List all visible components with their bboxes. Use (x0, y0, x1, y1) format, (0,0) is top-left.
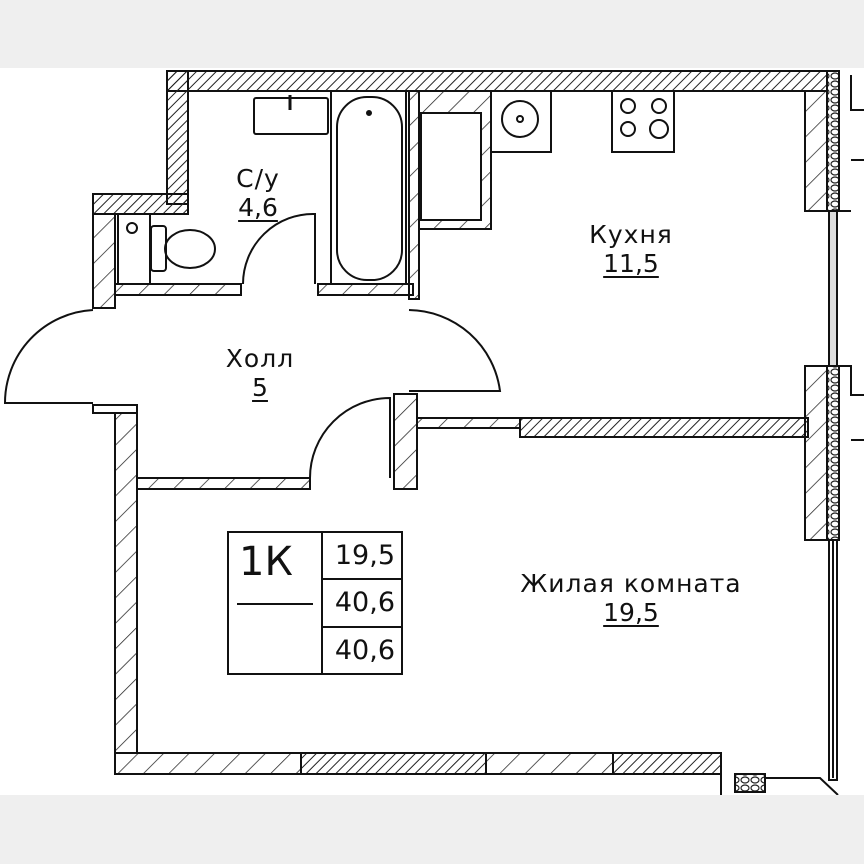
apartment-type: 1К (239, 539, 293, 585)
room-area: 19,5 (603, 598, 659, 627)
area-cells: 19,5 40,6 40,6 (323, 533, 401, 673)
room-name: Жилая комната (520, 569, 742, 598)
room-label-kitchen: Кухня 11,5 (572, 222, 690, 276)
type-underline (237, 603, 313, 605)
room-label-hall: Холл 5 (208, 346, 312, 400)
living-area-value: 19,5 (323, 533, 401, 581)
apartment-type-cell: 1К (229, 533, 323, 673)
room-area: 5 (252, 373, 268, 402)
room-label-living-room: Жилая комната 19,5 (495, 571, 767, 625)
room-label-bathroom: С/у 4,6 (228, 166, 288, 220)
room-area: 11,5 (603, 249, 659, 278)
room-name: Холл (225, 344, 295, 373)
floor-plan-drawing (3, 70, 864, 795)
floor-plan: С/у 4,6 Кухня 11,5 Холл 5 Жилая комната … (0, 68, 864, 795)
apartment-summary-table: 1К 19,5 40,6 40,6 (227, 531, 403, 675)
total-area-value-2: 40,6 (334, 634, 395, 666)
room-name: Кухня (589, 220, 673, 249)
room-name: С/у (236, 164, 280, 193)
total-area-value: 40,6 (323, 580, 401, 628)
room-area: 4,6 (238, 193, 278, 222)
